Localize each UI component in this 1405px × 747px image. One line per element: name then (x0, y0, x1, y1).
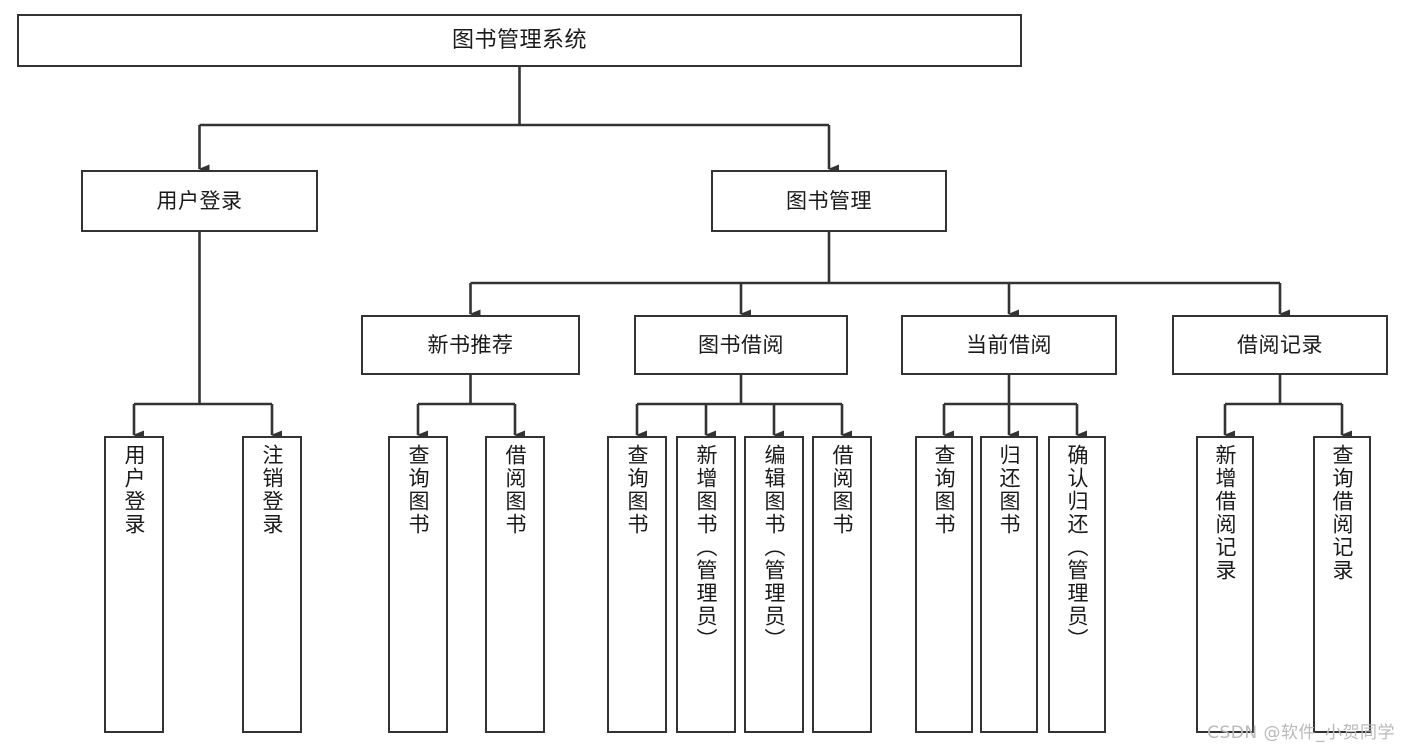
node-newbook-1[interactable]: 查询图书 (388, 436, 448, 733)
node-borrow-2[interactable]: 新增图书（管理员） (676, 436, 736, 733)
node-label: 注销登录 (260, 444, 285, 536)
node-label: 新书推荐 (427, 332, 514, 357)
node-records-1[interactable]: 新增借阅记录 (1196, 436, 1254, 733)
node-label: 查询图书 (625, 444, 650, 536)
node-label: 新增图书（管理员） (694, 444, 719, 651)
node-login-1[interactable]: 用户登录 (104, 436, 164, 733)
node-login[interactable]: 用户登录 (81, 170, 318, 232)
node-label: 图书借阅 (698, 332, 784, 357)
node-label: 图书管理系统 (451, 27, 587, 53)
watermark: CSDN @软件_小贺同学 (1207, 723, 1395, 743)
node-label: 用户登录 (156, 188, 243, 213)
node-borrow-1[interactable]: 查询图书 (607, 436, 667, 733)
node-current[interactable]: 当前借阅 (901, 315, 1117, 375)
node-newbook-2[interactable]: 借阅图书 (485, 436, 545, 733)
node-label: 用户登录 (122, 444, 147, 536)
node-label: 借阅图书 (830, 444, 855, 536)
node-current-1[interactable]: 查询图书 (915, 436, 973, 733)
node-label: 确认归还（管理员） (1065, 444, 1090, 651)
node-bookmgmt[interactable]: 图书管理 (711, 170, 947, 232)
node-label: 编辑图书（管理员） (762, 444, 787, 651)
node-borrow-4[interactable]: 借阅图书 (812, 436, 872, 733)
node-label: 借阅记录 (1237, 332, 1323, 357)
node-current-3[interactable]: 确认归还（管理员） (1048, 436, 1106, 733)
node-label: 查询图书 (406, 444, 431, 536)
node-label: 图书管理 (786, 188, 872, 213)
node-label: 查询借阅记录 (1330, 444, 1355, 582)
node-newbook[interactable]: 新书推荐 (361, 315, 580, 375)
node-root[interactable]: 图书管理系统 (17, 14, 1022, 67)
node-login-2[interactable]: 注销登录 (242, 436, 302, 733)
node-label: 新增借阅记录 (1213, 444, 1238, 582)
node-records[interactable]: 借阅记录 (1172, 315, 1388, 375)
node-records-2[interactable]: 查询借阅记录 (1313, 436, 1371, 733)
node-label: 查询图书 (932, 444, 957, 536)
node-borrow-3[interactable]: 编辑图书（管理员） (744, 436, 804, 733)
node-label: 归还图书 (997, 444, 1022, 536)
node-borrow[interactable]: 图书借阅 (634, 315, 848, 375)
node-label: 借阅图书 (503, 444, 528, 536)
node-label: 当前借阅 (966, 332, 1052, 357)
node-current-2[interactable]: 归还图书 (980, 436, 1038, 733)
